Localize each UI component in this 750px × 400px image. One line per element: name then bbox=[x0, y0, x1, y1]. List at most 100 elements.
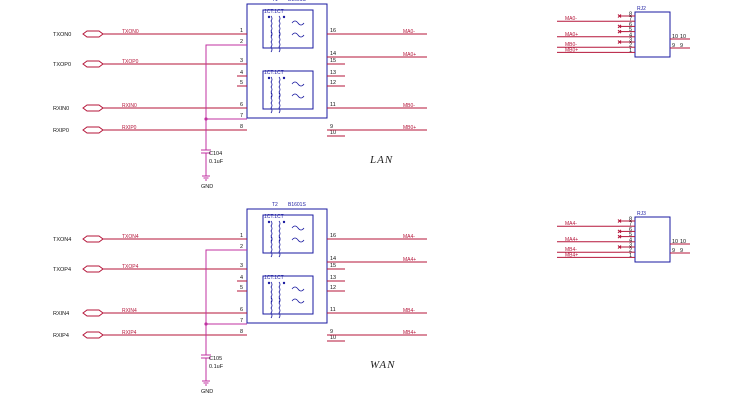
net-label-input: RXIP0 bbox=[53, 128, 69, 134]
pin-number-right: 14 bbox=[330, 51, 336, 57]
pin-number-left: 3 bbox=[240, 263, 243, 269]
polarity-dot bbox=[267, 15, 271, 19]
choke-coil bbox=[291, 81, 305, 99]
rj-shield-pin-inner: 10 bbox=[672, 239, 678, 245]
pin-number-left: 8 bbox=[240, 124, 243, 130]
no-connect-mark bbox=[617, 40, 622, 44]
rj-shield-pin: 9 bbox=[680, 43, 683, 49]
transformer-inner-upper bbox=[262, 214, 314, 254]
transformer-designator: T1 bbox=[272, 0, 278, 3]
signal-port-arrow bbox=[82, 235, 104, 243]
net-label-input: TXOP0 bbox=[53, 62, 71, 68]
rj-pin-number: 7 bbox=[629, 222, 632, 228]
pin-number-left: 3 bbox=[240, 58, 243, 64]
pin-number-right: 9 bbox=[330, 124, 333, 130]
coil-ratio: 1CT:1CT bbox=[264, 9, 284, 15]
rj-pin-number: 1 bbox=[629, 253, 632, 259]
net-label-wire: TXOP4 bbox=[122, 264, 139, 270]
transformer-coil bbox=[270, 76, 273, 98]
section-title: LAN bbox=[369, 154, 393, 166]
transformer-designator: T2 bbox=[272, 202, 278, 208]
coil-ratio: 1CT:1CT bbox=[264, 214, 284, 220]
pin-number-left: 2 bbox=[240, 244, 243, 250]
net-label-input: RXIN4 bbox=[53, 311, 69, 317]
transformer-coil bbox=[278, 281, 281, 303]
rj-net-label: MB4+ bbox=[565, 252, 578, 258]
transformer-coil bbox=[270, 236, 273, 258]
rj-connector-body bbox=[634, 11, 671, 58]
pin-number-left: 6 bbox=[240, 102, 243, 108]
transformer-inner-lower bbox=[262, 70, 314, 110]
pin-number-right: 10 bbox=[330, 130, 336, 136]
rj-shield-pin: 9 bbox=[680, 248, 683, 254]
capacitor-value: 0.1uF bbox=[209, 159, 224, 165]
signal-port-arrow bbox=[82, 265, 104, 273]
transformer-coil bbox=[278, 297, 281, 319]
pin-number-left: 5 bbox=[240, 285, 243, 291]
net-label-input: RXIN0 bbox=[53, 106, 69, 112]
pin-number-right: 16 bbox=[330, 28, 336, 34]
pin-number-left: 7 bbox=[240, 318, 243, 324]
rj-pin-number: 2 bbox=[629, 43, 632, 49]
rj-connector-ref: RJ2 bbox=[637, 6, 646, 12]
transformer-coil bbox=[270, 297, 273, 319]
pin-number-right: 14 bbox=[330, 256, 336, 262]
net-label-output: MA0+ bbox=[403, 52, 416, 58]
signal-port-arrow bbox=[82, 331, 104, 339]
signal-port-arrow bbox=[82, 126, 104, 134]
net-label-wire: TXON0 bbox=[122, 29, 139, 35]
ground-icon bbox=[202, 175, 210, 181]
rj-pin-number: 6 bbox=[629, 227, 632, 233]
net-label-input: TXOP4 bbox=[53, 267, 71, 273]
pin-number-right: 15 bbox=[330, 263, 336, 269]
net-label-output: MB4- bbox=[403, 308, 415, 314]
transformer-coil bbox=[278, 76, 281, 98]
net-label-wire: RXIN4 bbox=[122, 308, 137, 314]
rj-net-label: MB4- bbox=[565, 247, 577, 253]
net-label-input: RXIP4 bbox=[53, 333, 69, 339]
rj-pin-number: 4 bbox=[629, 32, 632, 38]
polarity-dot bbox=[267, 76, 271, 80]
no-connect-mark bbox=[617, 29, 622, 34]
rj-shield-pin: 10 bbox=[680, 34, 686, 40]
rj-pin-number: 5 bbox=[629, 232, 632, 238]
pin-number-right: 10 bbox=[330, 335, 336, 341]
center-tap-wire bbox=[205, 44, 247, 150]
rj-shield-pin-inner: 9 bbox=[672, 248, 675, 254]
pin-number-right: 11 bbox=[330, 102, 336, 108]
transformer-body bbox=[246, 3, 328, 119]
net-label-output: MB0- bbox=[403, 103, 415, 109]
wire-junction bbox=[204, 322, 208, 326]
choke-coil bbox=[291, 20, 305, 38]
coil-ratio: 1CT:1CT bbox=[264, 70, 284, 76]
no-connect-mark bbox=[617, 219, 622, 223]
choke-coil bbox=[291, 225, 305, 243]
wire-junction bbox=[204, 117, 208, 121]
pin-number-left: 1 bbox=[240, 233, 243, 239]
ground-label: GND bbox=[201, 184, 213, 190]
rj-pin-number: 6 bbox=[629, 22, 632, 28]
pin-number-left: 7 bbox=[240, 113, 243, 119]
pin-number-left: 6 bbox=[240, 307, 243, 313]
polarity-dot bbox=[267, 281, 271, 285]
net-label-input: TXON0 bbox=[53, 32, 71, 38]
rj-shield-pin-inner: 10 bbox=[672, 34, 678, 40]
net-label-output: MB4+ bbox=[403, 330, 416, 336]
rj-net-label: MA0- bbox=[565, 16, 577, 22]
transformer-inner-lower bbox=[262, 275, 314, 315]
rj-net-label: MA0+ bbox=[565, 32, 578, 38]
pin-number-left: 8 bbox=[240, 329, 243, 335]
transformer-coil bbox=[278, 236, 281, 258]
net-label-wire: TXOP0 bbox=[122, 59, 139, 65]
pin-number-right: 12 bbox=[330, 285, 336, 291]
pin-number-right: 9 bbox=[330, 329, 333, 335]
transformer-coil bbox=[270, 15, 273, 37]
transformer-inner-upper bbox=[262, 9, 314, 49]
pin-number-right: 12 bbox=[330, 80, 336, 86]
transformer-coil bbox=[278, 92, 281, 114]
no-connect-mark bbox=[617, 24, 622, 29]
signal-port-arrow bbox=[82, 104, 104, 112]
capacitor-ref: C105 bbox=[209, 356, 222, 362]
